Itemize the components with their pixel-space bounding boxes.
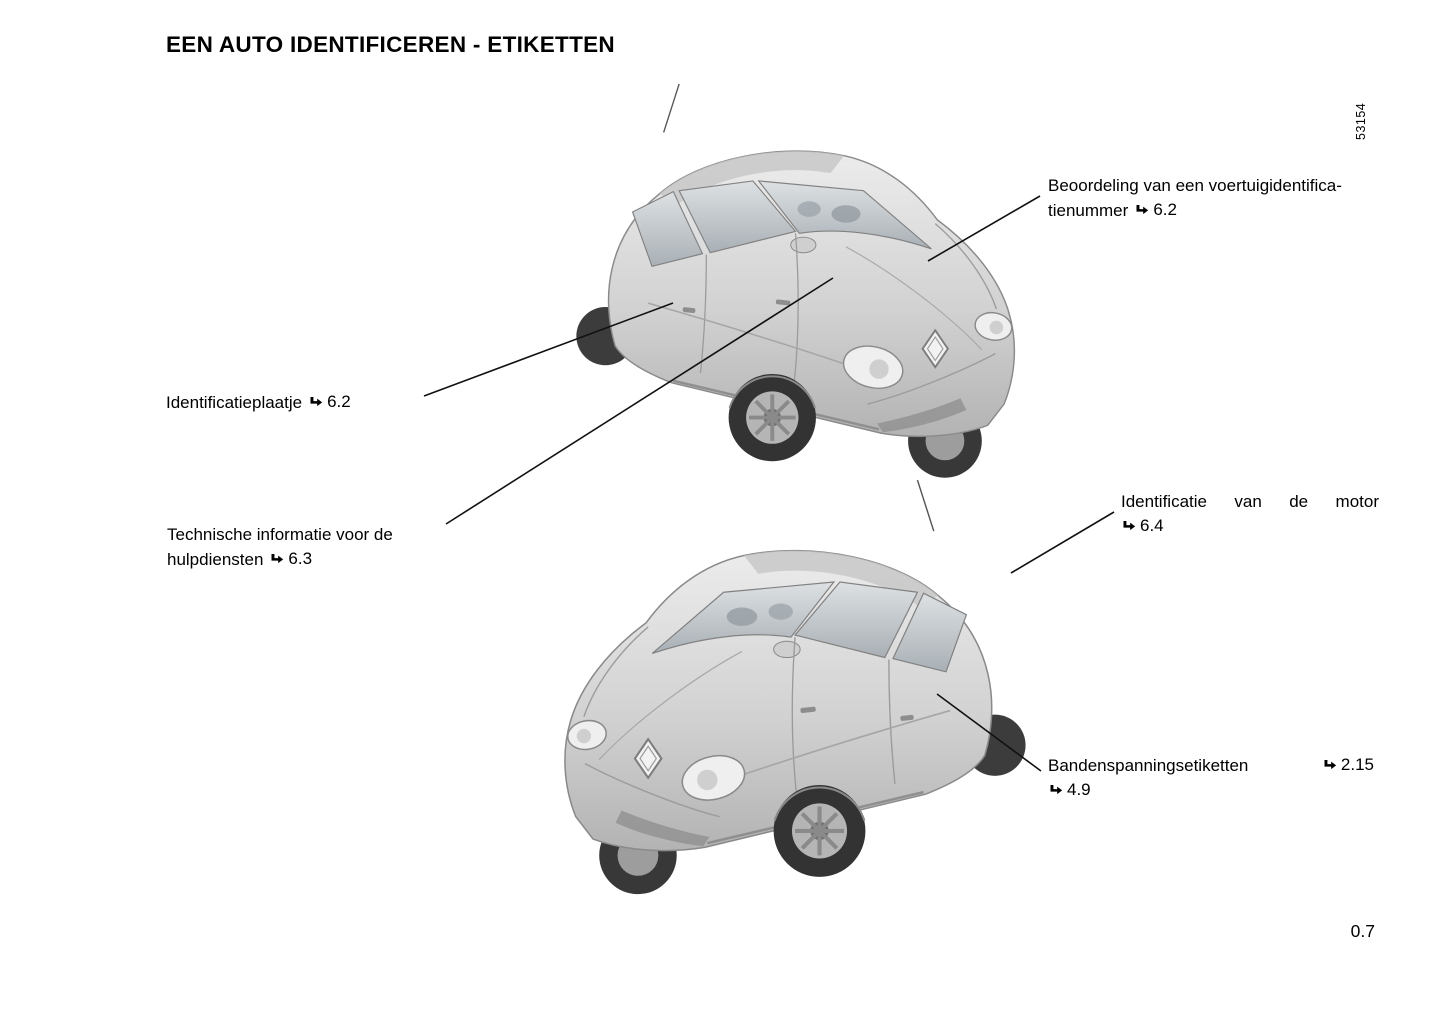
callout-lines [423,195,1115,772]
page-ref-arrow-icon [1050,785,1063,795]
callout-label-vin: Beoordeling van een voertuigidentifica- … [1048,174,1393,223]
page-reference: 4.9 [1048,778,1091,802]
callout-line-tyre [936,693,1042,772]
page-reference: 6.2 [302,390,351,414]
callout-tech-line1: Technische informatie voor de [167,525,393,544]
page-number: 0.7 [1350,921,1375,941]
page-title: EEN AUTO IDENTIFICEREN - ETIKETTEN [166,32,615,57]
page-reference: 2.15 [1322,753,1374,777]
callout-engine-line2: 6.4 [1121,514,1379,539]
callout-line-plate [423,302,674,397]
callout-engine-line1: Identificatie van de motor [1121,492,1379,511]
callout-label-engine: Identificatie van de motor 6.4 [1121,490,1379,539]
callout-vin-line1: Beoordeling van een voertuigidentifica- [1048,176,1342,195]
page-ref-arrow-icon [271,554,284,564]
callout-label-tech: Technische informatie voor de hulpdienst… [167,523,467,572]
page-reference: 6.3 [263,547,312,571]
callout-tyre-line2: 4.9 [1048,778,1374,803]
page-reference: 6.2 [1128,198,1177,222]
callout-line-vin [927,195,1041,262]
page-reference: 6.4 [1121,514,1164,538]
page-ref-arrow-icon [1324,760,1337,770]
page-ref-arrow-icon [1136,205,1149,215]
figure-number: 53154 [1354,102,1368,140]
page-ref-arrow-icon [1123,521,1136,531]
car-illustration-bottom [565,480,1026,894]
car-illustration-top [574,82,1017,480]
callout-line-tech [445,277,834,525]
page-ref-arrow-icon [310,397,323,407]
callout-line-engine [1010,511,1115,574]
